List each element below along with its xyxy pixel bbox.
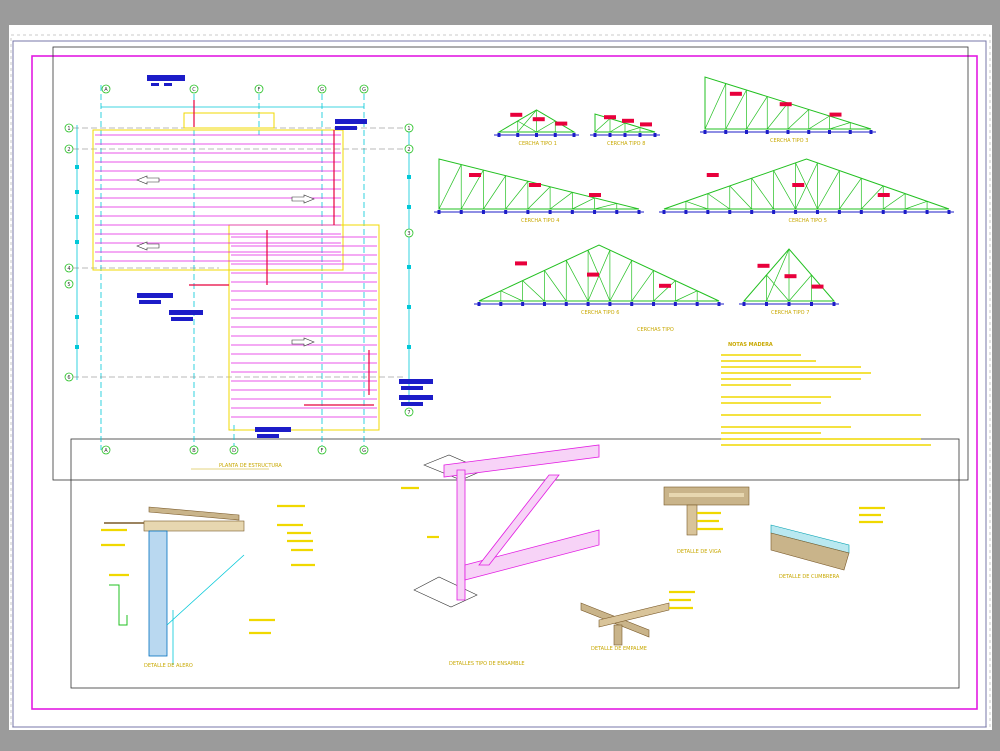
truss-4: CERCHA TIPO 4 [434,158,644,224]
truss-label: CERCHA TIPO 1 [519,141,557,147]
truss-label: CERCHA TIPO 3 [770,138,808,144]
eave-detail-title: DETALLE DE ALERO [144,663,193,669]
eave-detail: DETALLE DE ALERO [104,506,245,669]
ridge-detail: DETALLE DE CUMBRERA [770,524,850,580]
grid-label: A [104,87,108,93]
grid-label: 6 [67,375,70,381]
bracing-detail-title: DETALLE DE EMPALME [591,646,647,652]
grid-label: 4 [67,266,70,272]
grid-label: 7 [407,410,410,416]
grid-label: 1 [67,126,70,132]
grid-label: D [232,448,236,454]
grid-label: B [192,448,196,454]
truss-5: CERCHA TIPO 5 [659,158,954,224]
plan-title: PLANTA DE ESTRUCTURA [219,463,282,469]
bracing-detail: DETALLE DE EMPALME [580,602,670,652]
truss-label: CERCHA TIPO 7 [771,310,809,316]
grid-label: F [258,87,261,93]
magenta-frame [31,55,978,710]
grid-label: 5 [67,282,70,288]
beam-detail: DETALLE DE VIGA [663,486,750,555]
truss-label: CERCHA TIPO 4 [521,218,559,224]
grid-label: C [192,87,196,93]
drawing-sheet: A C F G G 1 2 4 5 6 1 2 3 7 A B D [9,25,992,730]
viewport-frame-bottom [70,438,960,689]
truss-3: CERCHA TIPO 3 [700,76,876,144]
truss-group-title: CERCHAS TIPO [637,327,674,333]
grid-label: A [104,448,108,454]
roof-plan: A C F G G 1 2 4 5 6 1 2 3 7 A B D [64,75,433,470]
grid-label: 3 [407,231,410,237]
truss-label: CERCHA TIPO 8 [607,141,645,147]
viewport-frame-top [52,46,969,481]
wood-notes: NOTAS MADERA [721,342,931,446]
truss-elevations: CERCHA TIPO 1 CERCHA TIPO 8 CERCHA TIPO 3 C… [434,76,954,316]
grid-label: G [362,448,366,454]
truss-1: CERCHA TIPO 1 [494,109,579,147]
outer-frame [12,40,987,728]
grid-label: 1 [407,126,410,132]
notes-title: NOTAS MADERA [728,342,773,348]
grid-label: G [362,87,366,93]
grid-label: 2 [67,147,70,153]
grid-label: F [321,448,324,454]
truss-7: CERCHA TIPO 7 [739,248,839,316]
beam-detail-title: DETALLE DE VIGA [677,549,722,555]
truss-label: CERCHA TIPO 5 [789,218,827,224]
assembly-detail-title: DETALLES TIPO DE ENSAMBLE [449,661,525,667]
cad-drawing: A C F G G 1 2 4 5 6 1 2 3 7 A B D [10,34,991,728]
ridge-detail-title: DETALLE DE CUMBRERA [779,574,840,580]
grid-label: G [320,87,324,93]
truss-label: CERCHA TIPO 6 [581,310,619,316]
truss-6: CERCHA TIPO 6 [474,244,724,316]
truss-2: CERCHA TIPO 8 [590,113,660,147]
assembly-detail: DETALLES TIPO DE ENSAMBLE [413,444,600,667]
grid-label: 2 [407,147,410,153]
